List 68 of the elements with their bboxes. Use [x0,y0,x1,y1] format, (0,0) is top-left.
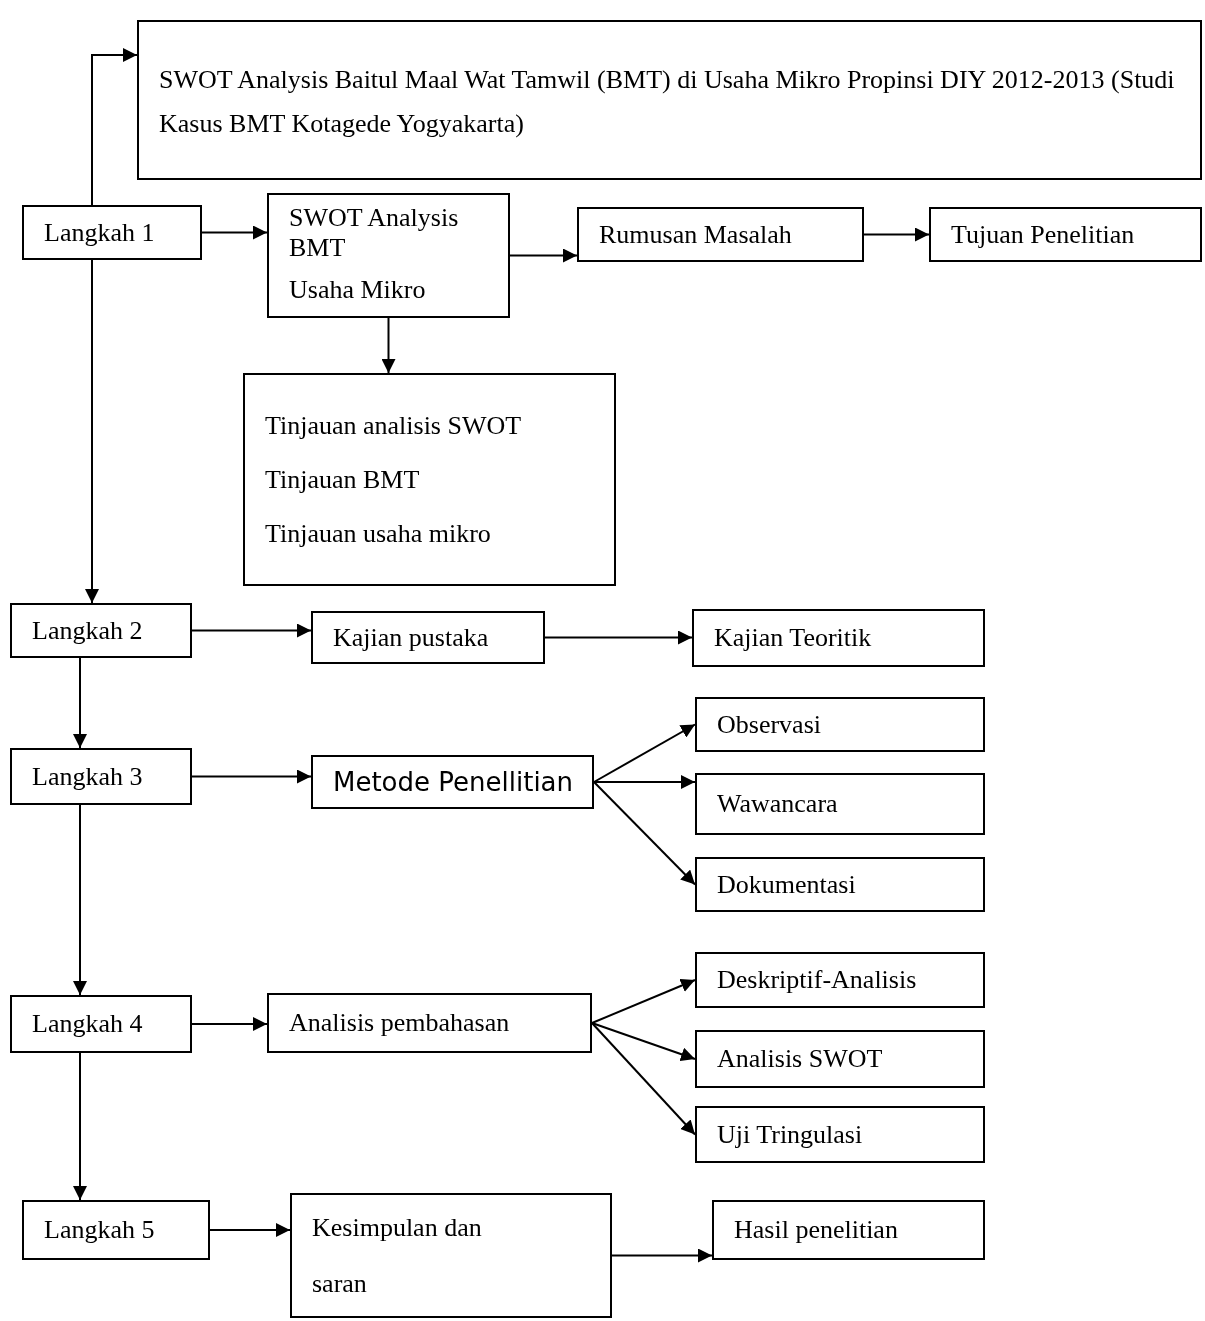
process-box [695,1030,985,1088]
box-text: Hasil penelitian [734,1215,899,1245]
box-text: SWOT Analysis Baitul Maal Wat Tamwil (BMT) di Usaha Mikro Propinsi DIY 2012-2013 (Studi Kasus BMT Kotagede Yogyakarta) [159,64,1176,140]
box-text: Uji Tringulasi [717,1119,864,1150]
process-box [695,773,985,835]
process-box [10,995,192,1053]
box-text: Tinjauan usaha mikro [265,518,492,549]
arrow [591,978,696,1024]
box-text: Kajian Teoritik [714,623,873,653]
process-box [311,755,594,809]
box-text: Rumusan Masalah [599,219,793,250]
arrow [191,1017,268,1031]
box-text: Tujuan Penelitian [951,219,1136,250]
process-box [290,1193,612,1318]
process-box [695,697,985,752]
box-text: Kajian pustaka [333,622,490,653]
process-box [267,193,510,318]
process-box [267,993,592,1053]
arrow [593,775,696,789]
process-box [577,207,864,262]
box-text: SWOT Analysis BMT [289,203,460,263]
box-text: Kesimpulan dan saran [312,1211,483,1300]
arrow [85,259,99,604]
box-text: Analisis SWOT [717,1044,884,1074]
arrow [591,1022,696,1061]
arrow [381,317,396,374]
arrow [191,769,312,784]
box-text: Langkah 4 [32,1009,144,1039]
process-box [695,1106,985,1163]
process-box [692,609,985,667]
arrow [201,225,268,240]
arrow [73,657,87,749]
arrow [544,630,693,645]
arrow [593,723,696,783]
process-box [695,857,985,912]
arrow [209,1223,291,1237]
process-box [929,207,1202,262]
process-box [22,1200,210,1260]
box-text: Langkah 1 [44,217,156,248]
arrow [863,227,930,242]
box-text: Usaha Mikro [289,275,427,305]
arrow [73,1052,87,1201]
arrow [191,623,312,638]
arrow [509,248,578,263]
process-box [10,748,192,805]
box-text: Langkah 2 [32,615,144,646]
process-box [695,952,985,1008]
arrow [591,1022,696,1136]
box-text: Wawancara [717,789,839,819]
box-text: Deskriptif-Analisis [717,965,918,995]
box-text: Langkah 5 [44,1215,156,1245]
arrow [73,804,87,996]
box-text: Dokumentasi [717,869,857,900]
box-text: Observasi [717,709,822,740]
box-text: Metode Penellitian [333,767,572,797]
box-text: Analisis pembahasan [289,1008,511,1038]
process-box [137,20,1202,180]
arrow [611,1248,713,1263]
process-box [22,205,202,260]
process-box [243,373,616,586]
arrow [593,781,696,886]
process-box [311,611,545,664]
process-box [10,603,192,658]
box-text: Tinjauan analisis SWOT [265,410,523,441]
box-text: Tinjauan BMT [265,464,421,495]
box-text: Langkah 3 [32,761,144,792]
arrow [91,48,138,206]
process-box [712,1200,985,1260]
